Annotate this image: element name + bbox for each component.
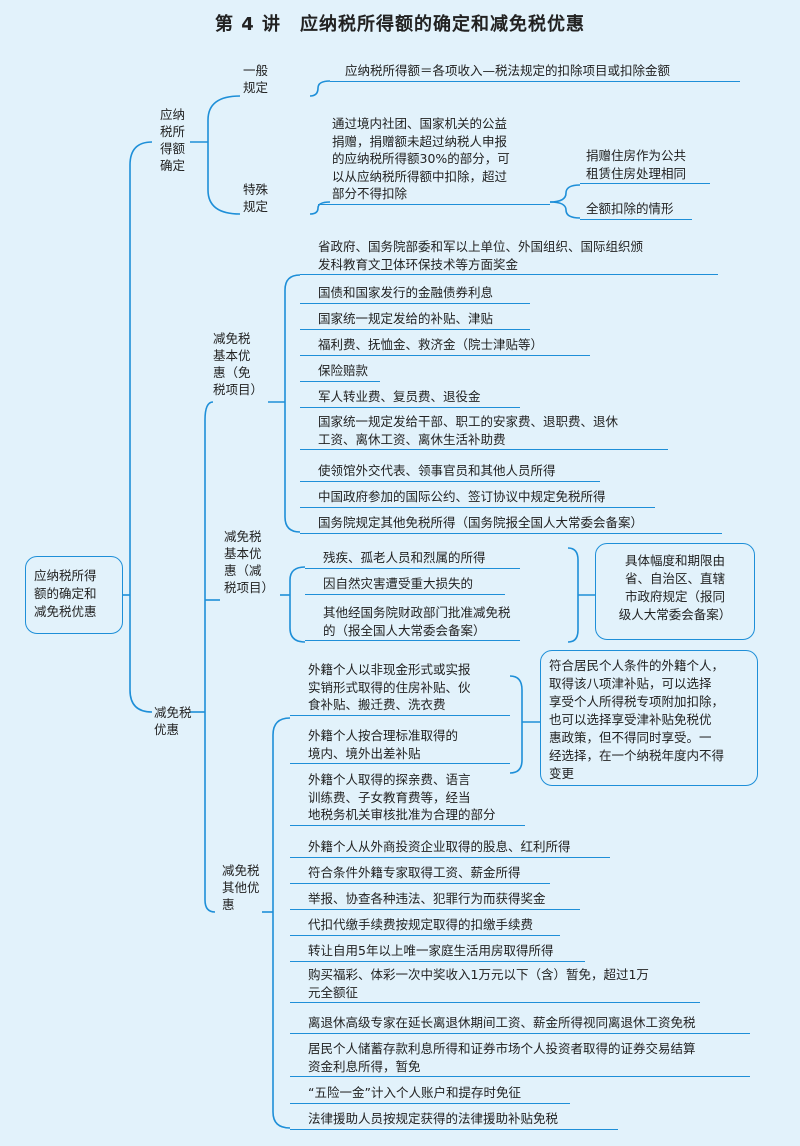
- exempt-item: 国家统一规定发给的补贴、津贴: [300, 310, 530, 330]
- other-relief-item: 转让自用5年以上唯一家庭生活用房取得所得: [290, 942, 585, 962]
- reduce-note-box: 具体幅度和期限由 省、自治区、直辖 市政府规定（报同 级人大常委会备案）: [595, 543, 755, 640]
- other-relief-item: “五险一金”计入个人账户和提存时免征: [290, 1084, 570, 1104]
- reduce-item: 因自然灾害遭受重大损失的: [305, 575, 505, 595]
- other-relief-item: 离退休高级专家在延长离退休期间工资、薪金所得视同离退休工资免税: [290, 1014, 750, 1034]
- reduce-item: 残疾、孤老人员和烈属的所得: [305, 549, 520, 569]
- other-relief-item: 代扣代缴手续费按规定取得的扣缴手续费: [290, 916, 560, 936]
- other-relief-item: 外籍个人以非现金形式或实报 实销形式取得的住房补贴、伙 食补贴、搬迁费、洗衣费: [290, 661, 510, 716]
- exempt-item: 国务院规定其他免税所得（国务院报全国人大常委会备案）: [300, 514, 722, 534]
- foreign-allowance-note-box: 符合居民个人条件的外籍个人， 取得该八项津补贴，可以选择 享受个人所得税专项附加…: [540, 650, 758, 786]
- branch-exempt-items: 减免税 基本优 惠（免 税项目）: [213, 331, 264, 397]
- root-node: 应纳税所得 额的确定和 减免税优惠: [25, 556, 123, 634]
- other-relief-item: 举报、协查各种违法、犯罪行为而获得奖金: [290, 890, 580, 910]
- branch-tax-relief: 减免税 优惠: [154, 705, 192, 737]
- exempt-item: 保险赔款: [300, 362, 380, 382]
- exempt-item: 军人转业费、复员费、退役金: [300, 388, 520, 408]
- branch-reduced-items: 减免税 基本优 惠（减 税项目）: [224, 529, 275, 595]
- exempt-item: 国家统一规定发给干部、职工的安家费、退职费、退休 工资、离休工资、离休生活补助费: [300, 413, 668, 450]
- special-rule-child: 全额扣除的情形: [580, 200, 692, 220]
- other-relief-item: 外籍个人按合理标准取得的 境内、境外出差补贴: [290, 727, 510, 764]
- other-relief-item: 符合条件外籍专家取得工资、薪金所得: [290, 864, 550, 884]
- branch-taxable-income-determination: 应纳 税所 得额 确定: [160, 107, 186, 173]
- general-rule-formula: 应纳税所得额＝各项收入—税法规定的扣除项目或扣除金额: [330, 62, 740, 82]
- other-relief-item: 购买福彩、体彩一次中奖收入1万元以下（含）暂免，超过1万 元全额征: [290, 966, 700, 1003]
- exempt-item: 使领馆外交代表、领事官员和其他人员所得: [300, 462, 600, 482]
- exempt-item: 福利费、抚恤金、救济金（院士津贴等）: [300, 336, 590, 356]
- exempt-item: 中国政府参加的国际公约、签订协议中规定免税所得: [300, 488, 655, 508]
- exempt-item: 国债和国家发行的金融债券利息: [300, 284, 530, 304]
- branch-other-relief: 减免税 其他优 惠: [222, 863, 260, 912]
- branch-special-rule: 特殊 规定: [243, 182, 269, 214]
- reduce-item: 其他经国务院财政部门批准减免税 的（报全国人大常委会备案）: [305, 604, 520, 641]
- exempt-item: 省政府、国务院部委和军以上单位、外国组织、国际组织颁 发科教育文卫体环保技术等方…: [300, 238, 718, 275]
- other-relief-item: 外籍个人从外商投资企业取得的股息、红利所得: [290, 838, 610, 858]
- special-rule-child: 捐赠住房作为公共 租赁住房处理相同: [580, 147, 710, 184]
- other-relief-item: 居民个人储蓄存款利息所得和证券市场个人投资者取得的证券交易结算 资金利息所得，暂…: [290, 1040, 750, 1077]
- branch-general-rule: 一般 规定: [243, 63, 269, 95]
- other-relief-item: 法律援助人员按规定获得的法律援助补贴免税: [290, 1110, 618, 1130]
- page-title: 第 4 讲 应纳税所得额的确定和减免税优惠: [214, 14, 586, 35]
- special-rule-text: 通过境内社团、国家机关的公益 捐赠，捐赠额未超过纳税人申报 的应纳税所得额30%…: [318, 115, 550, 205]
- other-relief-item: 外籍个人取得的探亲费、语言 训练费、子女教育费等，经当 地税务机关审核批准为合理…: [290, 771, 525, 826]
